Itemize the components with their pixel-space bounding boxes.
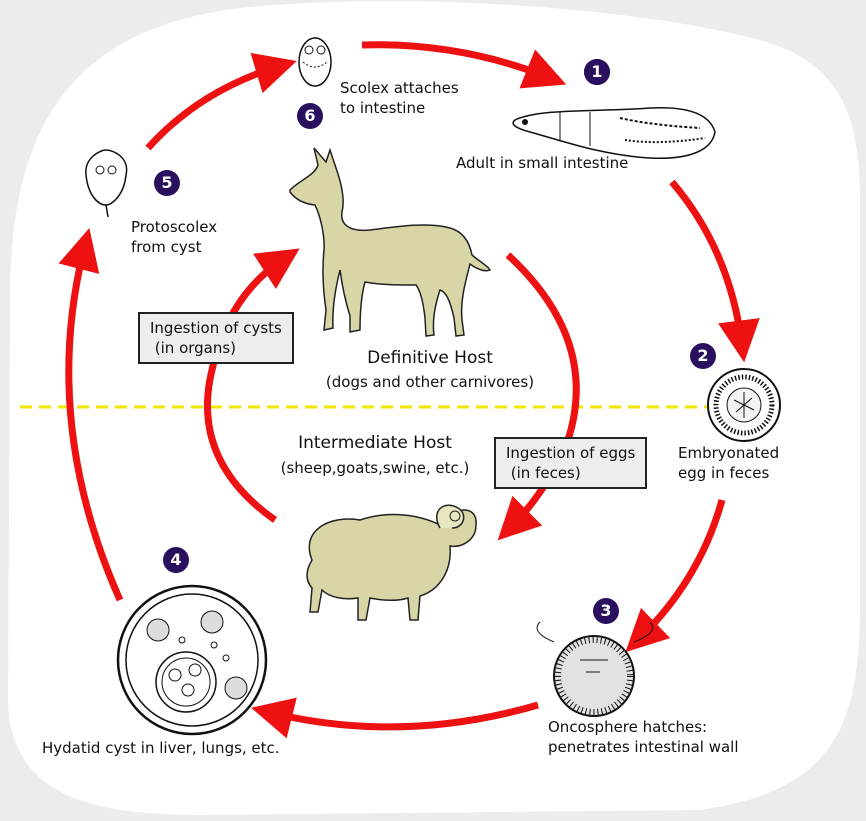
- hydatid-cyst-icon: [116, 584, 268, 736]
- arrow-6-to-1: [361, 41, 567, 89]
- intermediate-host-subtitle: (sheep,goats,swine, etc.): [280, 459, 470, 477]
- step-3-label: Oncosphere hatches: penetrates intestina…: [548, 718, 739, 756]
- arrow-5-to-6: [145, 52, 297, 151]
- arrow-2-to-3: [625, 499, 726, 653]
- intermediate-host-title: Intermediate Host: [298, 433, 452, 453]
- step-5-label: Protoscolex from cyst: [131, 218, 218, 256]
- definitive-host-title: Definitive Host: [367, 348, 493, 368]
- step-5-badge: 5: [154, 170, 180, 196]
- step-6-badge: 6: [297, 103, 323, 129]
- step-4-label: Hydatid cyst in liver, lungs, etc.: [42, 739, 280, 757]
- step-1-badge: 1: [584, 59, 610, 85]
- arrow-1-to-2: [669, 179, 760, 363]
- arrow-sheep-to-dog: [203, 248, 300, 523]
- oncosphere-icon: [536, 621, 654, 717]
- step-3-badge: 3: [593, 598, 619, 624]
- step-4-badge: 4: [163, 547, 189, 573]
- sheep-icon: [306, 504, 477, 621]
- arrow-dog-to-sheep: [497, 252, 580, 541]
- step-2-label: Embryonated egg in feces: [678, 444, 780, 482]
- step-6-label: Scolex attaches to intestine: [340, 79, 459, 117]
- egg-icon: [707, 368, 781, 442]
- ingestion-cysts-box: Ingestion of cysts (in organs): [138, 312, 294, 364]
- scolex-icon: [298, 37, 332, 87]
- arrow-3-to-4: [251, 697, 539, 739]
- adult-worm-icon: [512, 106, 716, 159]
- step-1-label: Adult in small intestine: [456, 154, 629, 172]
- dog-icon: [289, 147, 492, 337]
- step-2-badge: 2: [690, 343, 716, 369]
- protoscolex-icon: [85, 149, 128, 218]
- arrow-4-to-5: [58, 228, 124, 602]
- definitive-host-subtitle: (dogs and other carnivores): [325, 373, 535, 391]
- ingestion-eggs-box: Ingestion of eggs (in feces): [494, 437, 648, 489]
